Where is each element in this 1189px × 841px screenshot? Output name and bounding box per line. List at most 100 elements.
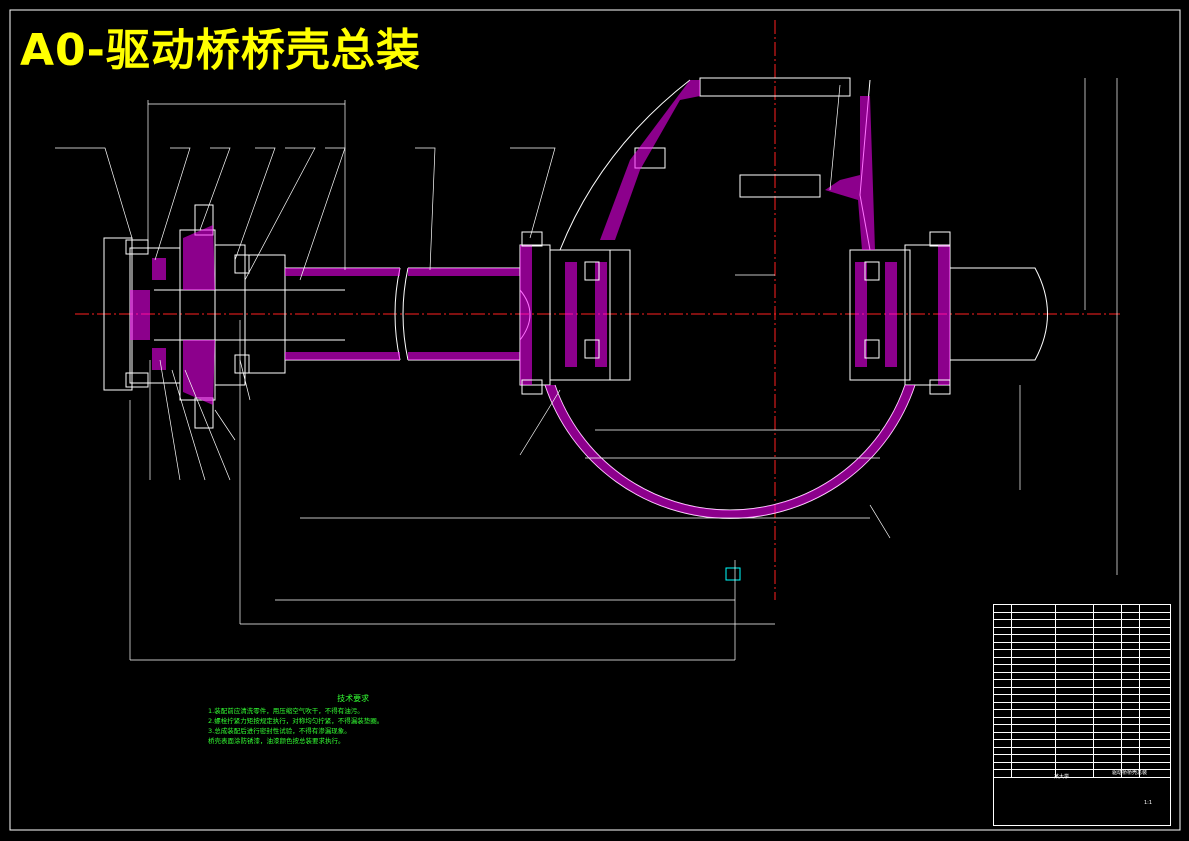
bom-cell	[1010, 649, 1057, 658]
bom-cell	[1010, 731, 1057, 740]
bom-cell	[1138, 739, 1172, 748]
bom-row	[993, 656, 1172, 665]
bom-cell	[1010, 739, 1057, 748]
bom-cell	[993, 709, 1012, 718]
note-line: 2.螺栓拧紧力矩按规定执行，对称均匀拧紧，不得漏装垫圈。	[208, 717, 384, 725]
bom-cell	[1055, 604, 1094, 613]
bom-cell	[1010, 716, 1057, 725]
bom-cell	[1010, 694, 1057, 703]
bom-cell	[1138, 656, 1172, 665]
bom-row	[993, 739, 1172, 748]
bom-cell	[1092, 649, 1123, 658]
title-block-school: 某大学	[1054, 774, 1070, 780]
bom-cell	[1092, 679, 1123, 688]
bom-cell	[1121, 731, 1140, 740]
bom-cell	[1092, 656, 1123, 665]
bom-cell	[1092, 694, 1123, 703]
dimension-lines	[129, 78, 1118, 661]
bom-cell	[1121, 604, 1140, 613]
bom-cell	[1092, 701, 1123, 710]
bom-cell	[1138, 641, 1172, 650]
bom-row	[993, 641, 1172, 650]
bom-cell	[1121, 664, 1140, 673]
bom-cell	[1138, 709, 1172, 718]
bom-cell	[1121, 634, 1140, 643]
bom-cell	[993, 641, 1012, 650]
bom-cell	[1092, 626, 1123, 635]
bom-cell	[1138, 671, 1172, 680]
bom-cell	[1092, 739, 1123, 748]
drawing-title: A0-驱动桥桥壳总装	[20, 25, 421, 76]
leader-lines	[55, 84, 891, 539]
bom-cell	[1138, 634, 1172, 643]
bom-cell	[1055, 739, 1094, 748]
bom-row	[993, 679, 1172, 688]
bom-cell	[993, 604, 1012, 613]
bom-row	[993, 649, 1172, 658]
note-line: 3.总成装配后进行密封性试验，不得有渗漏现象。	[208, 727, 351, 735]
bom-cell	[1010, 641, 1057, 650]
bom-cell	[993, 731, 1012, 740]
bom-cell	[1055, 611, 1094, 620]
bom-cell	[993, 649, 1012, 658]
bom-cell	[1055, 716, 1094, 725]
bom-cell	[1010, 656, 1057, 665]
bom-cell	[1121, 656, 1140, 665]
bom-cell	[1138, 679, 1172, 688]
bom-cell	[1010, 671, 1057, 680]
note-line: 桥壳表面涂防锈漆，油漆颜色按总装要求执行。	[208, 737, 345, 745]
bom-cell	[1055, 641, 1094, 650]
bom-cell	[1092, 731, 1123, 740]
bom-cell	[1121, 611, 1140, 620]
bom-cell	[1010, 686, 1057, 695]
bom-cell	[1092, 611, 1123, 620]
bom-cell	[1010, 664, 1057, 673]
bom-cell	[993, 656, 1012, 665]
hub-section-hatch	[130, 225, 215, 405]
bom-cell	[1121, 694, 1140, 703]
bom-cell	[1138, 701, 1172, 710]
bom-cell	[1121, 724, 1140, 733]
bom-cell	[1121, 679, 1140, 688]
bom-cell	[1092, 634, 1123, 643]
bom-row	[993, 626, 1172, 635]
bom-cell	[1092, 709, 1123, 718]
bom-cell	[1092, 604, 1123, 613]
bom-cell	[1010, 619, 1057, 628]
bom-row	[993, 664, 1172, 673]
bom-cell	[1121, 709, 1140, 718]
bom-cell	[1092, 769, 1123, 778]
bom-cell	[1138, 731, 1172, 740]
title-block: 某大学 驱动桥桥壳总装 1:1	[993, 754, 1171, 826]
bom-cell	[993, 724, 1012, 733]
bom-cell	[1055, 656, 1094, 665]
bom-cell	[1092, 671, 1123, 680]
bom-row	[993, 671, 1172, 680]
bom-cell	[1055, 724, 1094, 733]
bom-cell	[1055, 619, 1094, 628]
bom-cell	[1055, 634, 1094, 643]
bom-cell	[1055, 649, 1094, 658]
bom-cell	[1010, 634, 1057, 643]
bom-cell	[1121, 671, 1140, 680]
bom-cell	[1138, 724, 1172, 733]
bom-cell	[1010, 604, 1057, 613]
notes-heading: 技术要求	[337, 694, 370, 703]
bom-cell	[1010, 724, 1057, 733]
bom-row	[993, 619, 1172, 628]
bom-cell	[1055, 701, 1094, 710]
bom-cell	[1055, 694, 1094, 703]
bom-cell	[1055, 686, 1094, 695]
bom-cell	[1010, 709, 1057, 718]
technical-notes: 技术要求 1.装配前应清洗零件，用压缩空气吹干，不得有油污。 2.螺栓拧紧力矩按…	[208, 694, 383, 746]
bom-cell	[1092, 664, 1123, 673]
bom-cell	[1138, 611, 1172, 620]
bom-cell	[1092, 619, 1123, 628]
note-line: 1.装配前应清洗零件，用压缩空气吹干，不得有油污。	[208, 707, 364, 715]
bom-cell	[1138, 664, 1172, 673]
axle-tube-hatch	[285, 268, 520, 360]
bom-cell	[1121, 739, 1140, 748]
bom-cell	[1138, 619, 1172, 628]
bom-row	[993, 611, 1172, 620]
bom-cell	[1121, 716, 1140, 725]
